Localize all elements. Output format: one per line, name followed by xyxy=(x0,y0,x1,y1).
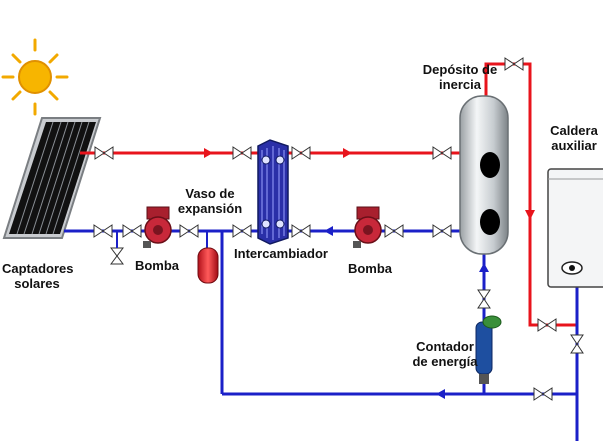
boiler-icon xyxy=(547,168,603,288)
label-contador-energia: Contador de energía xyxy=(412,339,478,369)
label-deposito-inercia: Depósito de inercia xyxy=(422,62,498,92)
label-bomba-right: Bomba xyxy=(347,261,393,276)
label-caldera-auxiliar: Caldera auxiliar xyxy=(550,123,598,153)
pump-icon xyxy=(353,206,382,248)
pump-icon xyxy=(143,206,172,248)
label-bomba-left: Bomba xyxy=(134,258,180,273)
flow-arrows xyxy=(204,148,535,399)
label-vaso-expansion: Vaso de expansión xyxy=(177,186,243,216)
buffer-tank-icon xyxy=(459,95,509,255)
label-intercambiador: Intercambiador xyxy=(234,246,328,261)
sun-icon xyxy=(1,38,69,116)
heat-exchanger-icon xyxy=(257,139,289,245)
label-captadores-solares: Captadores solares xyxy=(2,261,74,291)
solar-panel-icon xyxy=(2,117,102,239)
valve-icon xyxy=(93,57,584,401)
energy-meter-icon xyxy=(475,315,502,384)
expansion-vessel-icon xyxy=(197,231,219,284)
